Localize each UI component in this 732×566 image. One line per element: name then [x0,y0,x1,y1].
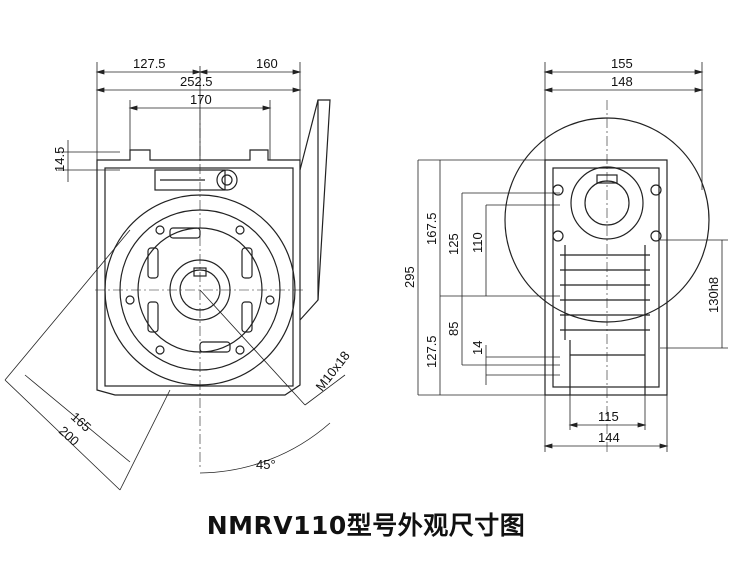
dim-85: 85 [446,322,461,336]
side-dimension-labels: 155 148 167.5 125 110 295 127.5 85 14 13… [402,56,721,445]
dim-115: 115 [598,409,619,424]
drawing-title: NMRV110型号外观尺寸图 [206,511,526,540]
dim-thread: M10x18 [313,348,353,394]
dim-170: 170 [190,92,212,107]
side-body [504,117,710,396]
front-diagonal-dimensions [4,229,346,491]
front-top-dimensions [58,62,302,182]
side-left-dimensions [417,159,560,396]
dim-14: 14 [470,341,485,355]
dim-160: 160 [256,56,278,71]
side-top-dimensions [543,62,704,190]
dim-127-5: 127.5 [133,56,166,71]
technical-drawing: 127.5 160 252.5 170 14.5 165 200 M10x18 … [4,56,728,491]
dim-14-5: 14.5 [52,147,67,172]
dim-167-5: 167.5 [424,212,439,245]
dim-144: 144 [598,430,620,445]
front-housing [96,99,331,396]
dim-angle: 45° [256,457,276,472]
dim-125: 125 [446,233,461,255]
side-right-dimension [660,239,728,349]
front-view [4,62,346,491]
side-bottom-dimensions [543,395,669,452]
dim-110: 110 [470,232,485,253]
dim-148: 148 [611,74,633,89]
dim-252-5: 252.5 [180,74,213,89]
dim-127-5: 127.5 [424,335,439,368]
dim-295: 295 [402,266,417,288]
side-view [417,62,728,455]
dim-155: 155 [611,56,633,71]
dim-130h8: 130h8 [706,277,721,313]
